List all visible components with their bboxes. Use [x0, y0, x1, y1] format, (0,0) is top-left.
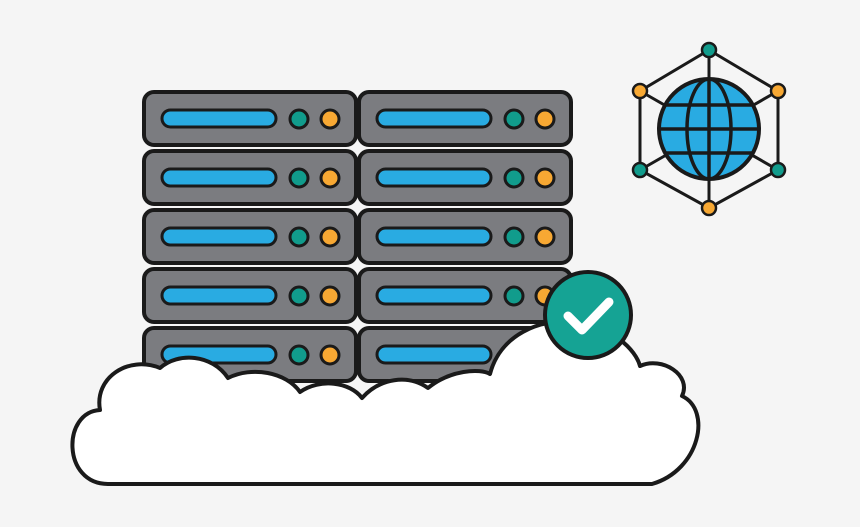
drive-slot [160, 285, 278, 306]
drive-slot [160, 226, 278, 247]
status-led-green [503, 108, 525, 130]
drive-slot [375, 344, 493, 365]
server-unit [357, 208, 573, 265]
server-unit [142, 149, 358, 206]
server-unit [142, 267, 358, 324]
cloud-shape [70, 319, 701, 486]
status-led-green [503, 285, 525, 307]
network-node [700, 199, 718, 217]
server-unit [142, 208, 358, 265]
server-rack-icon [142, 90, 573, 383]
status-led-orange [319, 167, 341, 189]
globe-icon [657, 77, 761, 181]
status-led-green [288, 285, 310, 307]
network-node [631, 161, 649, 179]
globe-network-icon [631, 41, 787, 217]
status-led-orange [534, 167, 556, 189]
drive-slot [160, 108, 278, 129]
status-led-orange [534, 226, 556, 248]
status-led-orange [319, 108, 341, 130]
status-led-orange [319, 344, 341, 366]
network-nodes [631, 41, 787, 217]
network-node [631, 82, 649, 100]
server-unit [357, 267, 573, 324]
server-unit [142, 90, 358, 147]
drive-slot [375, 285, 493, 306]
drive-slot [160, 167, 278, 188]
status-led-orange [319, 285, 341, 307]
drive-slot [375, 167, 493, 188]
server-unit [357, 149, 573, 206]
network-node [700, 41, 718, 59]
status-led-green [288, 344, 310, 366]
status-led-green [288, 108, 310, 130]
status-led-orange [534, 108, 556, 130]
server-unit [357, 90, 573, 147]
drive-slot [375, 108, 493, 129]
status-led-orange [319, 226, 341, 248]
status-led-green [288, 226, 310, 248]
network-node [769, 82, 787, 100]
status-led-green [288, 167, 310, 189]
check-icon [563, 297, 614, 335]
status-led-green [503, 167, 525, 189]
network-node [769, 161, 787, 179]
checkmark-badge-icon [543, 270, 633, 360]
cloud-icon [70, 319, 701, 486]
status-led-green [503, 226, 525, 248]
drive-slot [375, 226, 493, 247]
badge-circle [543, 270, 633, 360]
